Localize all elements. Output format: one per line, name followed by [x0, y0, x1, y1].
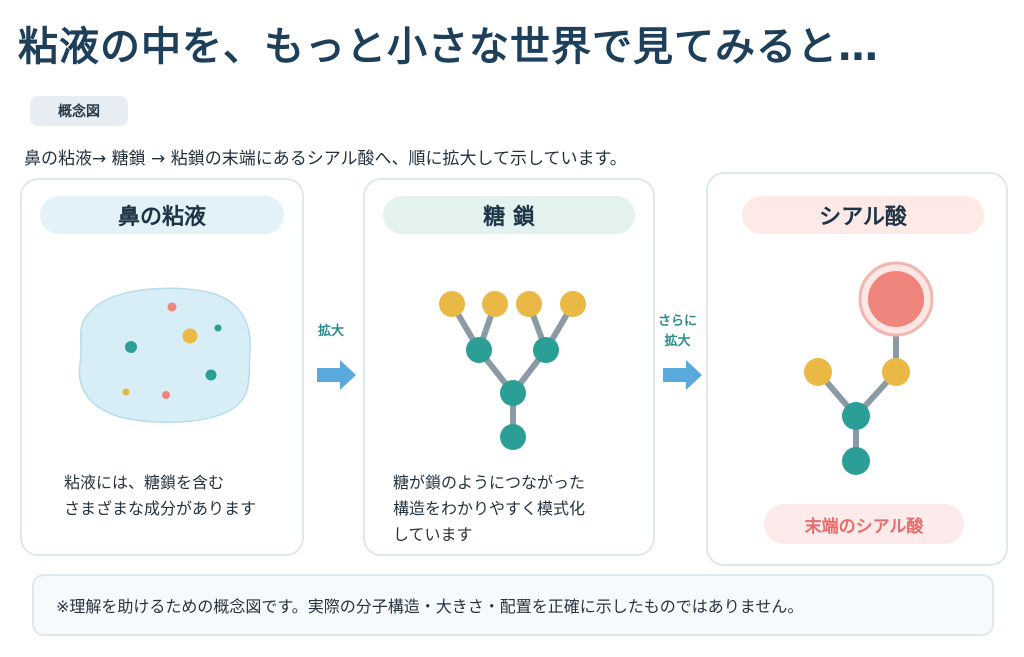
- sugar-unit-yellow: [804, 358, 832, 386]
- sugar-unit-yellow: [560, 291, 586, 317]
- panel-heading-sialic-acid: シアル酸: [742, 196, 984, 234]
- terminal-sialic-acid-label: 末端のシアル酸: [764, 504, 964, 544]
- concept-diagram-tag: 概念図: [30, 96, 128, 126]
- arrow-label-zoom-more: さらに 拡大: [658, 314, 698, 349]
- sugar-chain-illustration: [439, 291, 586, 450]
- mucus-dot: [205, 369, 217, 381]
- zoom-arrow-icon: [317, 360, 356, 390]
- zoom-more-arrow-icon: [663, 360, 702, 390]
- sugar-unit-teal: [500, 380, 526, 406]
- sialic-acid-illustration: [804, 261, 934, 475]
- sugar-unit-teal: [500, 424, 526, 450]
- mucus-dot: [162, 391, 170, 399]
- mucus-illustration: [78, 287, 251, 424]
- mucus-dot: [182, 328, 198, 344]
- panel-sugar-chain: 糖 鎖 糖が鎖のようにつながった 構造をわかりやすく模式化 しています: [363, 178, 655, 556]
- sugar-unit-teal: [466, 337, 492, 363]
- arrow-label-zoom: 拡大: [318, 324, 345, 339]
- panel-description: 粘液には、糖鎖を含む さまざまな成分があります: [64, 473, 257, 518]
- mucus-dot: [167, 302, 177, 312]
- lead-text: 鼻の粘液→ 糖鎖 → 粘鎖の末端にあるシアル酸へ、順に拡大して示しています。: [24, 149, 627, 169]
- sugar-unit-yellow: [516, 291, 542, 317]
- sugar-unit-teal: [842, 447, 870, 475]
- page-title: 粘液の中を、もっと小さな世界で見てみると…: [18, 24, 879, 70]
- sugar-unit-yellow: [439, 291, 465, 317]
- disclaimer-note: ※理解を助けるための概念図です。実際の分子構造・大きさ・配置を正確に示したもので…: [32, 574, 994, 636]
- mucus-dot: [125, 341, 137, 353]
- panel-nasal-mucus: 鼻の粘液 粘液には、糖鎖を含む さまざまな成分があります: [20, 178, 304, 556]
- mucus-dot: [122, 388, 130, 396]
- sugar-unit-yellow: [482, 291, 508, 317]
- sugar-unit-teal: [533, 337, 559, 363]
- panel-heading-nasal-mucus: 鼻の粘液: [40, 196, 284, 234]
- panel-heading-sugar-chain: 糖 鎖: [383, 196, 635, 234]
- panel-sialic-acid: シアル酸 末端のシアル酸: [706, 172, 1008, 566]
- sialic-acid-unit: [868, 271, 924, 327]
- mucus-dot: [214, 324, 222, 332]
- sugar-unit-teal: [842, 402, 870, 430]
- panel-description: 糖が鎖のようにつながった 構造をわかりやすく模式化 しています: [393, 473, 586, 544]
- mucus-blob: [78, 287, 251, 424]
- sugar-unit-yellow: [882, 358, 910, 386]
